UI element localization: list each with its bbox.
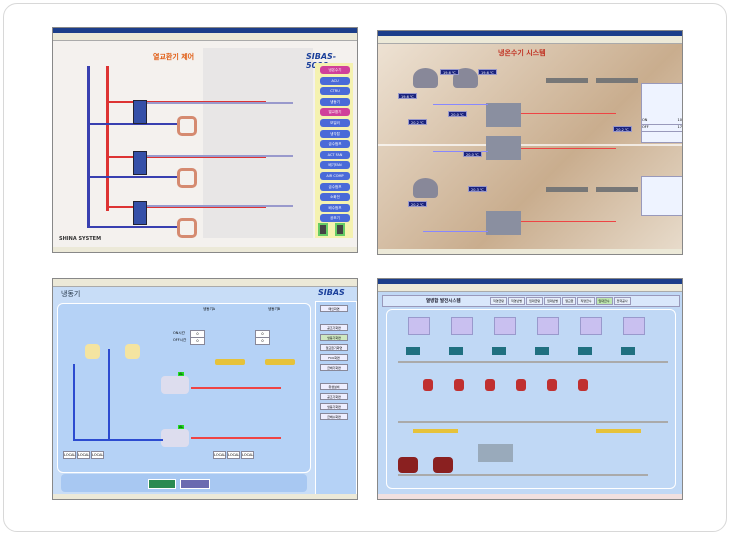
- panel-title: 열교환기 제어: [153, 53, 195, 61]
- temperature-reading: 20.2 ℃: [613, 126, 632, 132]
- boiler-unit: [623, 317, 645, 335]
- boiler-unit: [537, 317, 559, 335]
- menu-button[interactable]: 냉각탑: [320, 129, 350, 138]
- menu-button[interactable]: 급수펌프: [320, 182, 350, 191]
- pump-unit: [449, 347, 463, 355]
- menu-button[interactable]: ACT FAN: [320, 150, 350, 159]
- panel-title: 열병합 발전시스템: [426, 299, 461, 304]
- temperature-reading: 20.0 ℃: [448, 111, 467, 117]
- row-label: OFF: [642, 125, 649, 129]
- heat-unit: [516, 379, 526, 391]
- heat-unit: [485, 379, 495, 391]
- temperature-reading: 19.6 ℃: [398, 93, 417, 99]
- pump-unit: [578, 347, 592, 355]
- off-time: 0: [255, 337, 270, 345]
- heat-unit: [547, 379, 557, 391]
- menu-button[interactable]: 공조기: [320, 214, 350, 223]
- off-time: 0: [190, 337, 205, 345]
- tab[interactable]: 직영급수: [577, 297, 595, 305]
- tab[interactable]: 직영급탕: [490, 297, 508, 305]
- menu-button[interactable]: 급수펌프: [320, 140, 350, 149]
- alarm-indicator: AL: [178, 425, 185, 429]
- local-button[interactable]: LOCAL: [63, 451, 76, 459]
- screenshot-chiller-heater: 냉온수기 시스템 19.6 ℃ 19.6 ℃ 19.6 ℃ 20.0 ℃ 20.2 ℃ 2…: [377, 30, 683, 255]
- unit-label: 냉동기B: [268, 307, 281, 311]
- menu-button[interactable]: 냉온수기: [320, 66, 350, 74]
- menu-button[interactable]: 열교환기: [320, 108, 350, 117]
- local-button[interactable]: LOCAL: [91, 451, 104, 459]
- menu-button[interactable]: CTRU: [320, 87, 350, 96]
- brand-logo: SIBAS: [318, 288, 345, 297]
- menu-button[interactable]: 배기FAN: [320, 161, 350, 170]
- heat-unit: [578, 379, 588, 391]
- pump-unit: [535, 347, 549, 355]
- off-label: OFF시간: [173, 338, 187, 342]
- local-button[interactable]: LOCAL: [213, 451, 226, 459]
- menu-button[interactable]: 배수펌프: [320, 203, 350, 212]
- temperature-reading: 20.2 ℃: [408, 119, 427, 125]
- local-button[interactable]: LOCAL: [241, 451, 254, 459]
- local-button[interactable]: LOCAL: [77, 451, 90, 459]
- row-label: ON: [642, 118, 648, 122]
- nav-button[interactable]: 열교환기화면: [320, 344, 348, 351]
- boiler-unit: [451, 317, 473, 335]
- row-value: 10: [677, 118, 682, 122]
- menu-button[interactable]: ACU: [320, 76, 350, 85]
- nav-button[interactable]: 공조기화면: [320, 324, 348, 331]
- menu-button[interactable]: 냉동기: [320, 97, 350, 106]
- nav-button[interactable]: 공조기화면: [320, 393, 348, 400]
- screenshot-heat-exchanger: 열교환기 제어 SIBAS-5000 냉온수기ACUCTRU냉동기열교환기보일러…: [52, 27, 358, 253]
- table-row: OFF 17: [642, 125, 682, 132]
- pump-unit: [621, 347, 635, 355]
- tab[interactable]: 임대급수: [595, 297, 613, 305]
- nav-button[interactable]: 냉동기화면: [320, 403, 348, 410]
- temperature-reading: 20.0 ℃: [463, 151, 482, 157]
- nav-button[interactable]: 위생설비: [320, 383, 348, 390]
- nav-button[interactable]: FCU화면: [320, 354, 348, 361]
- on-label: ON시간: [173, 331, 185, 335]
- heat-unit: [454, 379, 464, 391]
- heat-unit: [423, 379, 433, 391]
- alarm-indicator: AL: [178, 372, 185, 376]
- unit-label: 냉동기A: [203, 307, 216, 311]
- table-row: ON 10: [642, 118, 682, 125]
- nav-button[interactable]: 냉동기화면: [320, 334, 348, 341]
- tab[interactable]: 열교환: [562, 297, 577, 305]
- menu-button[interactable]: AIR COMP: [320, 171, 350, 180]
- nav-button[interactable]: 급배기화면: [320, 364, 348, 371]
- temperature-reading: 20.3 ℃: [468, 186, 487, 192]
- nav-button[interactable]: 메인화면: [320, 305, 348, 312]
- tab[interactable]: 전력공사: [613, 297, 631, 305]
- temperature-reading: 19.6 ℃: [478, 69, 497, 75]
- boiler-unit: [408, 317, 430, 335]
- local-button[interactable]: LOCAL: [227, 451, 240, 459]
- pump-unit: [492, 347, 506, 355]
- panel-title: 냉온수기 시스템: [498, 49, 546, 57]
- pump-unit: [406, 347, 420, 355]
- nav-button[interactable]: 급배수화면: [320, 413, 348, 420]
- temperature-reading: 19.6 ℃: [440, 69, 459, 75]
- boiler-unit: [494, 317, 516, 335]
- temperature-reading: 20.2 ℃: [408, 201, 427, 207]
- menu-button[interactable]: 보일러: [320, 118, 350, 127]
- boiler-unit: [580, 317, 602, 335]
- menu-button[interactable]: 소화전: [320, 193, 350, 202]
- row-value: 17: [677, 125, 682, 129]
- tab[interactable]: 임대난방: [544, 297, 562, 305]
- tab[interactable]: 임대급탕: [526, 297, 544, 305]
- panel-title: 냉동기: [61, 290, 81, 298]
- company-logo: SHINA SYSTEM: [59, 236, 102, 242]
- tab[interactable]: 직영난방: [508, 297, 526, 305]
